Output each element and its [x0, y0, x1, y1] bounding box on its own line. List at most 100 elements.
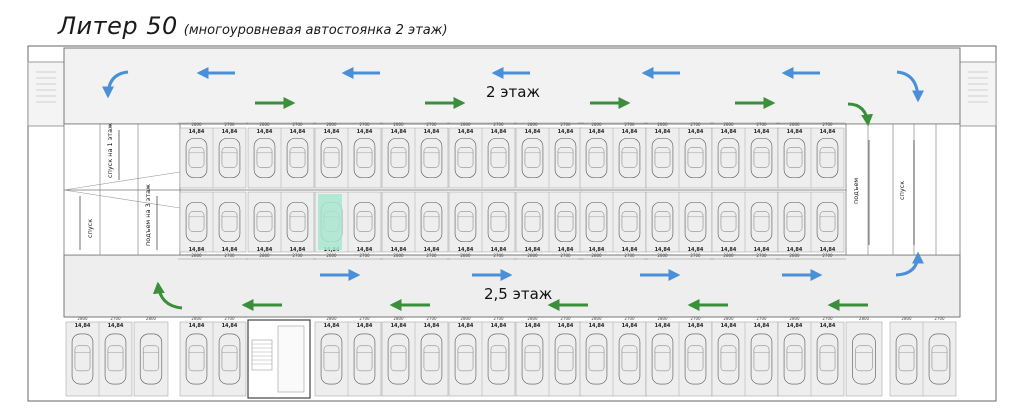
highlighted-stall	[318, 194, 342, 250]
space-area-label: 14,84	[589, 247, 605, 253]
car-icon	[387, 201, 410, 243]
space-area-label: 14,84	[525, 323, 541, 329]
floor-label-lower: 2,5 этаж	[484, 285, 552, 303]
car-icon	[286, 137, 309, 179]
stall-group: 2800	[132, 316, 170, 397]
bay-width-label: 2700	[560, 122, 571, 127]
space-area-label: 14,84	[222, 129, 238, 135]
space-area-label: 14,84	[290, 129, 306, 135]
space-area-label: 14,84	[424, 129, 440, 135]
car-icon	[487, 137, 510, 179]
bay-width-label: 2700	[110, 316, 121, 321]
car-icon	[585, 201, 608, 243]
bay-width-label: 2800	[460, 316, 471, 321]
space-area-label: 14,84	[558, 323, 574, 329]
bay-width-label: 2700	[560, 253, 571, 258]
bay-width-label: 2800	[259, 253, 270, 258]
car-icon	[454, 333, 477, 385]
bay-width-label: 2800	[259, 122, 270, 127]
car-icon	[618, 333, 641, 385]
car-icon	[554, 137, 577, 179]
bay-width-label: 2700	[690, 253, 701, 258]
bay-width-label: 2700	[756, 122, 767, 127]
bay-width-label: 2800	[191, 122, 202, 127]
bay-width-label: 2800	[789, 122, 800, 127]
car-icon	[387, 137, 410, 179]
space-area-label: 14,84	[622, 247, 638, 253]
stair-treads	[36, 71, 988, 103]
car-icon	[218, 333, 241, 385]
space-area-label: 14,84	[589, 323, 605, 329]
bay-width-label: 2700	[426, 316, 437, 321]
car-icon	[521, 201, 544, 243]
bay-width-label: 2800	[789, 253, 800, 258]
bay-width-label: 2700	[624, 316, 635, 321]
car-icon	[717, 201, 740, 243]
space-area-label: 14,84	[721, 129, 737, 135]
turn-arrow	[895, 251, 924, 277]
space-area-label: 14,84	[525, 247, 541, 253]
bay-width-label: 2800	[657, 316, 668, 321]
title-main: Литер 50	[58, 12, 178, 40]
car-icon	[185, 333, 208, 385]
car-icon	[454, 137, 477, 179]
bay-width-label: 2800	[393, 253, 404, 258]
car-icon	[286, 201, 309, 243]
bay-width-label: 2800	[723, 316, 734, 321]
car-icon	[750, 201, 773, 243]
bay-width-label: 2700	[756, 316, 767, 321]
car-icon	[320, 333, 343, 385]
car-icon	[928, 333, 951, 385]
space-area-label: 14,84	[688, 129, 704, 135]
car-icon	[353, 333, 376, 385]
bay-width-label: 2700	[822, 253, 833, 258]
bay-width-label: 2700	[493, 316, 504, 321]
space-area-label: 14,84	[655, 323, 671, 329]
car-icon	[585, 137, 608, 179]
space-area-label: 14,84	[688, 247, 704, 253]
ramp-label-up: подъем	[852, 178, 860, 204]
car-icon	[218, 137, 241, 179]
space-area-label: 14,84	[820, 129, 836, 135]
space-area-label: 14,84	[525, 129, 541, 135]
space-area-label: 14,84	[222, 323, 238, 329]
car-icon	[139, 333, 163, 385]
car-icon	[783, 137, 806, 179]
bay-width-label: 2700	[426, 253, 437, 258]
car-icon	[353, 201, 376, 243]
bay-width-label: 2800	[460, 122, 471, 127]
space-area-label: 14,84	[458, 247, 474, 253]
car-icon	[684, 333, 707, 385]
car-icon	[253, 137, 276, 179]
bay-width-label: 2800	[591, 253, 602, 258]
bay-width-label: 2700	[822, 122, 833, 127]
bay-width-label: 2700	[292, 253, 303, 258]
car-icon	[585, 333, 608, 385]
space-area-label: 14,84	[721, 247, 737, 253]
car-icon	[185, 201, 208, 243]
bay-width-label: 2800	[723, 253, 734, 258]
car-icon	[651, 333, 674, 385]
car-icon	[895, 333, 918, 385]
bay-width-label: 2700	[224, 253, 235, 258]
space-area-label: 14,84	[458, 323, 474, 329]
ramp-label-up-to-3: подъем на 3 этаж	[144, 184, 152, 246]
turn-arrow	[102, 70, 129, 99]
title-sub: (многоуровневая автостоянка 2 этаж)	[183, 23, 448, 38]
upper-aisle	[63, 47, 961, 125]
